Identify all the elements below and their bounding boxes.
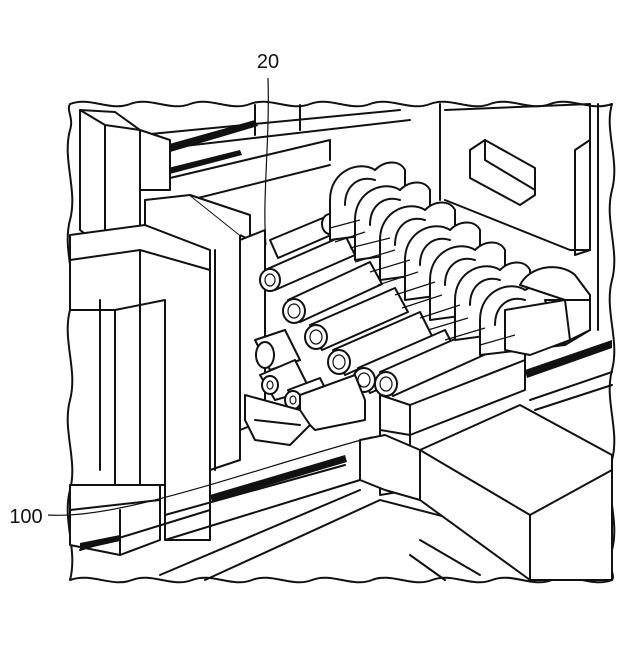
left-column bbox=[70, 110, 210, 555]
reference-numeral-20: 20 bbox=[257, 51, 279, 73]
leader-line-20 bbox=[265, 78, 268, 245]
handle-bracket bbox=[470, 140, 535, 205]
reference-numeral-100: 100 bbox=[9, 506, 42, 528]
